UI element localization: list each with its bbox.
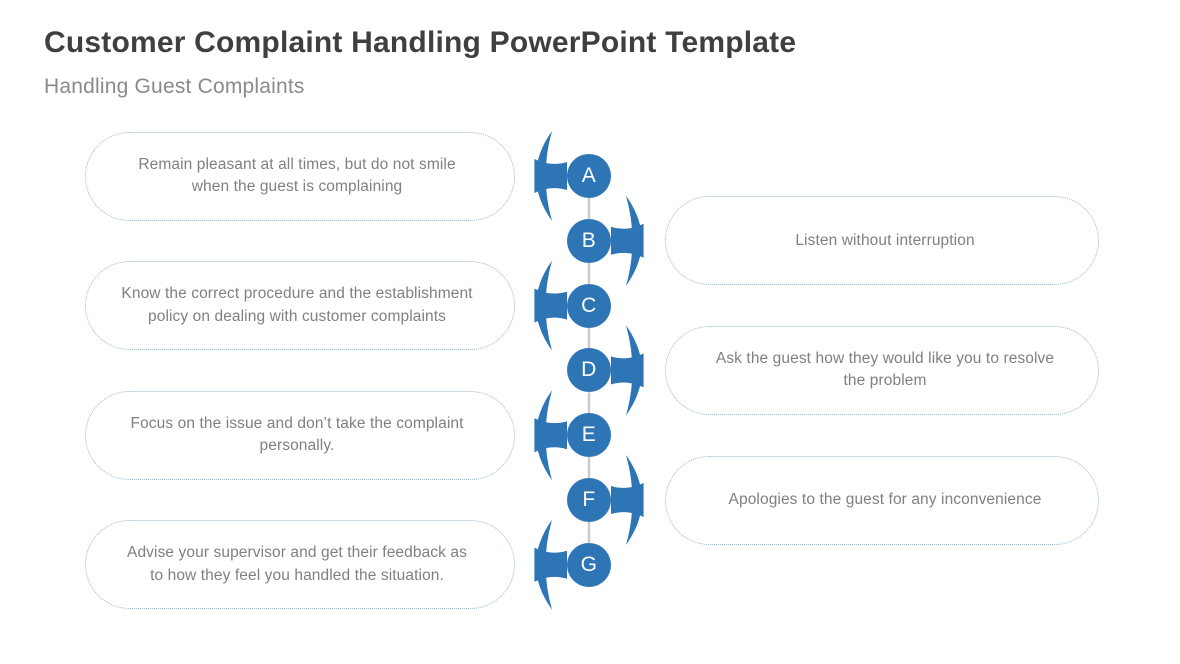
- callout-bubble-c[interactable]: Know the correct procedure and the estab…: [85, 261, 515, 351]
- callout-text: Ask the guest how they would like you to…: [715, 349, 1055, 390]
- node-circle-f[interactable]: F: [567, 478, 611, 522]
- callout-text: Focus on the issue and don’t take the co…: [130, 414, 464, 455]
- connector-bar: [611, 483, 644, 517]
- connector-bar: [534, 159, 567, 193]
- callout-text: Apologies to the guest for any inconveni…: [728, 490, 1042, 508]
- callout-bubble-f[interactable]: Apologies to the guest for any inconveni…: [665, 455, 1099, 545]
- connector-bar: [611, 353, 644, 388]
- connector-bar: [611, 223, 644, 258]
- connector-bar: [534, 418, 567, 453]
- callout-bubble-e[interactable]: Focus on the issue and don’t take the co…: [85, 390, 515, 480]
- callout-bubble-g[interactable]: Advise your supervisor and get their fee…: [85, 520, 515, 610]
- callout-text: Know the correct procedure and the estab…: [121, 285, 473, 325]
- callout-bubble-b[interactable]: Listen without interruption: [665, 196, 1099, 286]
- node-circle-a[interactable]: A: [567, 154, 611, 198]
- page-title: Customer Complaint Handling PowerPoint T…: [44, 26, 797, 59]
- node-circle-g[interactable]: G: [567, 542, 611, 587]
- connector-bar: [534, 288, 567, 323]
- callout-bubble-a[interactable]: Remain pleasant at all times, but do not…: [85, 131, 515, 221]
- page-subtitle: Handling Guest Complaints: [44, 75, 305, 98]
- callout-text: Advise your supervisor and get their fee…: [127, 544, 467, 584]
- callout-text: Remain pleasant at all times, but do not…: [138, 155, 456, 195]
- connector-group: [534, 159, 644, 582]
- node-circle-e[interactable]: E: [567, 413, 611, 458]
- node-circle-c[interactable]: C: [567, 283, 611, 328]
- node-circle-d[interactable]: D: [567, 348, 611, 393]
- node-circle-b[interactable]: B: [567, 218, 611, 263]
- callout-text: Listen without interruption: [795, 231, 975, 249]
- connector-bar: [534, 547, 567, 582]
- callout-bubble-d[interactable]: Ask the guest how they would like you to…: [665, 325, 1099, 415]
